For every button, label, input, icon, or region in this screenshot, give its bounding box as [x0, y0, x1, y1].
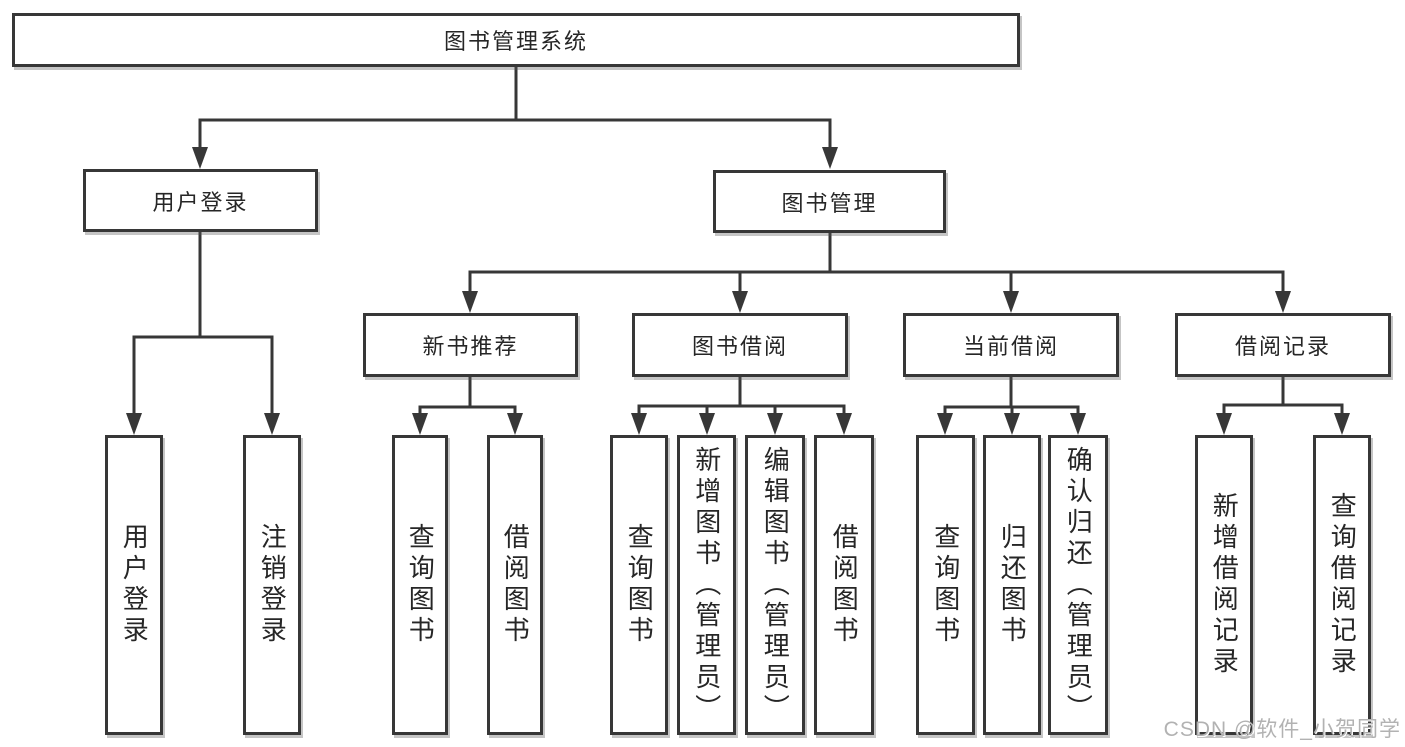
arrowhead-icon	[126, 413, 142, 435]
arrowhead-icon	[192, 147, 208, 169]
node-label: 图书管理系统	[443, 29, 588, 54]
node-label: 图书管理	[781, 190, 878, 216]
node-current-borrow: 当前借阅	[903, 313, 1119, 377]
node-label: 用户登录	[152, 189, 249, 215]
leaf-nbr-query-book: 查询图书	[392, 435, 448, 735]
arrowheads	[126, 147, 1350, 435]
arrowhead-icon	[631, 413, 647, 435]
node-label: 图书借阅	[691, 334, 788, 359]
arrowhead-icon	[1003, 291, 1019, 313]
leaf-br-query-record: 查询借阅记录	[1313, 435, 1371, 735]
arrowhead-icon	[937, 413, 953, 435]
node-label: 查询图书	[405, 523, 436, 647]
connector-lines	[132, 67, 1344, 416]
node-label: 确认归还（管理员）	[1063, 445, 1094, 725]
leaf-nbr-borrow-book: 借阅图书	[487, 435, 543, 735]
arrowhead-icon	[836, 413, 852, 435]
node-label: 查询借阅记录	[1327, 492, 1358, 678]
leaf-cb-query-book: 查询图书	[916, 435, 975, 735]
arrowhead-icon	[732, 291, 748, 313]
arrowhead-icon	[822, 147, 838, 169]
node-label: 归还图书	[997, 523, 1028, 647]
node-label: 借阅图书	[500, 523, 531, 647]
node-new-book-recommend: 新书推荐	[363, 313, 578, 377]
arrowhead-icon	[1216, 413, 1232, 435]
leaf-logout: 注销登录	[243, 435, 301, 735]
arrowhead-icon	[507, 413, 523, 435]
node-borrow-records: 借阅记录	[1175, 313, 1391, 377]
leaf-bb-borrow-book: 借阅图书	[814, 435, 874, 735]
arrowhead-icon	[1334, 413, 1350, 435]
leaf-bb-edit-book-admin: 编辑图书（管理员）	[745, 435, 805, 735]
arrowhead-icon	[412, 413, 428, 435]
node-label: 查询图书	[930, 523, 961, 647]
node-user-login: 用户登录	[83, 169, 318, 232]
node-book-management: 图书管理	[713, 170, 946, 233]
arrowhead-icon	[1070, 413, 1086, 435]
node-root: 图书管理系统	[12, 13, 1020, 67]
node-label: 借阅记录	[1234, 334, 1331, 359]
node-label: 用户登录	[119, 523, 150, 647]
leaf-br-add-record: 新增借阅记录	[1195, 435, 1253, 735]
node-label: 新增图书（管理员）	[691, 445, 722, 725]
leaf-user-login: 用户登录	[105, 435, 163, 735]
csdn-watermark: CSDN @软件_小贺同学	[1163, 718, 1401, 741]
arrowhead-icon	[462, 291, 478, 313]
leaf-cb-confirm-return-admin: 确认归还（管理员）	[1048, 435, 1108, 735]
arrowhead-icon	[264, 413, 280, 435]
node-label: 查询图书	[624, 523, 655, 647]
node-label: 注销登录	[257, 523, 288, 647]
leaf-cb-return-book: 归还图书	[983, 435, 1041, 735]
leaf-bb-add-book-admin: 新增图书（管理员）	[677, 435, 736, 735]
arrowhead-icon	[699, 413, 715, 435]
node-label: 借阅图书	[829, 523, 860, 647]
arrowhead-icon	[1004, 413, 1020, 435]
node-label: 新增借阅记录	[1209, 492, 1240, 678]
node-label: 当前借阅	[962, 334, 1059, 359]
node-label: 新书推荐	[422, 334, 519, 359]
node-label: 编辑图书（管理员）	[760, 445, 791, 725]
arrowhead-icon	[767, 413, 783, 435]
node-book-borrow: 图书借阅	[632, 313, 848, 377]
arrowhead-icon	[1275, 291, 1291, 313]
leaf-bb-query-book: 查询图书	[610, 435, 668, 735]
